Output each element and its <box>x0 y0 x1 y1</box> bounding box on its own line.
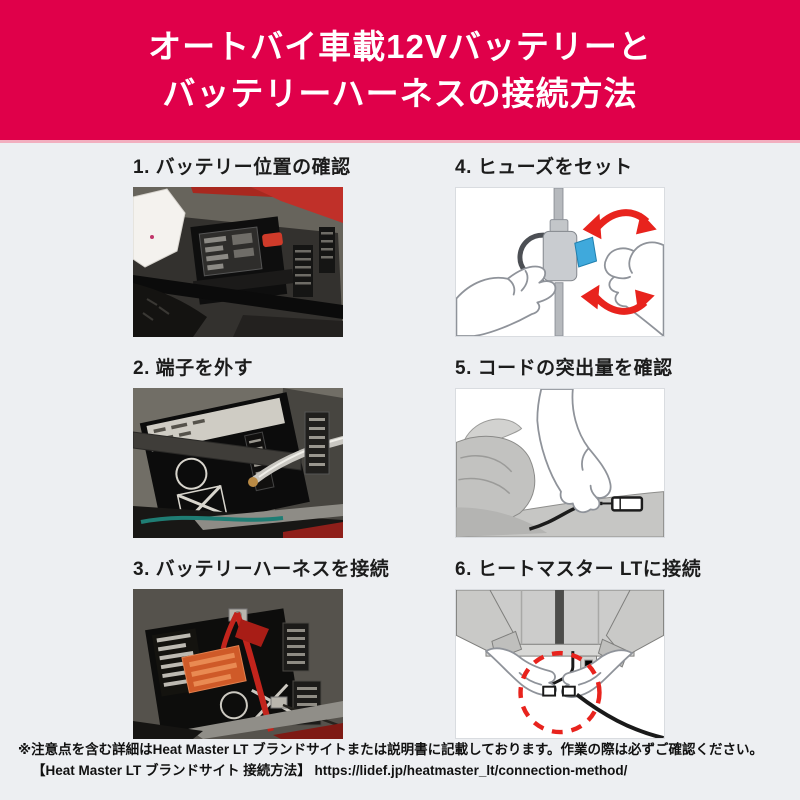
battery-location-photo-art <box>133 187 343 337</box>
terminal-removal-photo-art <box>133 388 343 538</box>
step-3: 3. バッテリーハーネスを接続 <box>133 554 390 739</box>
title-line-2: バッテリーハーネスの接続方法 <box>162 75 638 112</box>
step-2-label: 2. 端子を外す <box>133 358 254 379</box>
harness-connection-photo <box>133 589 343 739</box>
harness-connection-photo-art <box>133 589 343 739</box>
battery-location-photo <box>133 187 343 337</box>
footer-note: ※注意点を含む詳細はHeat Master LT ブランドサイトまたは説明書に記… <box>18 740 786 782</box>
steps-column-left: 1. バッテリー位置の確認 <box>133 152 390 755</box>
step-5-label: 5. コードの突出量を確認 <box>455 358 673 379</box>
terminal-removal-photo <box>133 388 343 538</box>
fuse-set-illustration <box>455 187 665 337</box>
step-5: 5. コードの突出量を確認 <box>455 353 673 538</box>
step-6: 6. ヒートマスター LTに接続 <box>455 554 702 739</box>
fuse-set-illustration-art <box>456 188 664 336</box>
steps-grid: 1. バッテリー位置の確認 <box>133 152 702 755</box>
steps-column-right: 4. ヒューズをセット <box>455 152 702 755</box>
step-3-label: 3. バッテリーハーネスを接続 <box>133 559 390 580</box>
step-6-label: 6. ヒートマスター LTに接続 <box>455 559 702 580</box>
step-1-label: 1. バッテリー位置の確認 <box>133 157 351 178</box>
step-1: 1. バッテリー位置の確認 <box>133 152 351 337</box>
cord-length-check-illustration <box>455 388 665 538</box>
title-banner: オートバイ車載12Vバッテリーと バッテリーハーネスの接続方法 <box>0 0 800 140</box>
footer-link-label: 【Heat Master LT ブランドサイト 接続方法】 <box>32 762 311 778</box>
footer-caution-text: ※注意点を含む詳細はHeat Master LT ブランドサイトまたは説明書に記… <box>18 742 763 757</box>
footer-link-line: 【Heat Master LT ブランドサイト 接続方法】 https://li… <box>18 761 786 782</box>
footer-url: https://lidef.jp/heatmaster_lt/connectio… <box>314 762 628 778</box>
title-line-1: オートバイ車載12Vバッテリーと <box>148 28 652 65</box>
step-4: 4. ヒューズをセット <box>455 152 665 337</box>
heatmaster-connection-illustration <box>455 589 665 739</box>
connection-highlight-circle <box>518 650 602 735</box>
cord-length-check-illustration-art <box>456 389 664 537</box>
wiggle-arrow-icons <box>580 209 657 315</box>
heatmaster-connection-illustration-art <box>456 590 664 738</box>
step-4-label: 4. ヒューズをセット <box>455 157 633 178</box>
step-2: 2. 端子を外す <box>133 353 343 538</box>
